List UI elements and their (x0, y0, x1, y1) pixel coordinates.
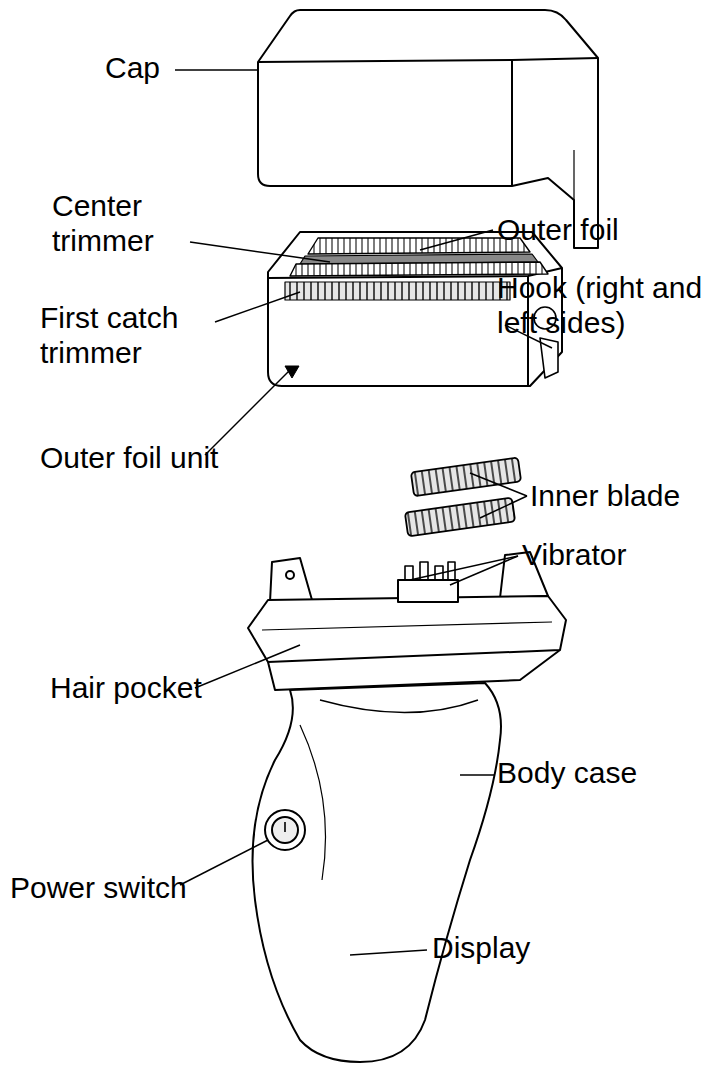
leader-line (195, 645, 300, 688)
inner-blades-drawing (405, 457, 521, 536)
pocket-edge (262, 622, 552, 630)
leader-line (410, 556, 518, 580)
first-catch-trimmer (285, 282, 510, 300)
part-label: Outer foil unit (40, 440, 300, 475)
part-label: Hair pocket (50, 670, 300, 705)
part-label: Center trimmer (52, 188, 192, 258)
leader-lines (175, 70, 552, 955)
power-switch (265, 810, 305, 850)
leader-line (350, 950, 427, 955)
part-label: Inner blade (530, 478, 708, 513)
part-label: Cap (105, 50, 305, 85)
leader-line (215, 292, 300, 322)
cap-outline (258, 10, 598, 248)
cap-edge (258, 58, 598, 62)
hair-pocket (248, 596, 566, 662)
leader-line (420, 230, 493, 250)
part-label: Power switch (10, 870, 270, 905)
cap-drawing (258, 10, 598, 248)
leader-line (460, 774, 495, 776)
part-label: Vibrator (522, 537, 707, 572)
power-icon (284, 822, 286, 832)
power-switch-inner (272, 817, 298, 843)
cap-edge (573, 150, 574, 200)
body-drawing (253, 683, 502, 1062)
leader-line (190, 242, 330, 262)
body-contour (300, 725, 326, 880)
head-post (270, 558, 312, 602)
part-label: Body case (497, 755, 707, 790)
leader-line (450, 556, 518, 585)
pocket-rim (268, 650, 560, 690)
post-hole (286, 571, 294, 579)
blade-shape (405, 498, 515, 537)
part-label: Hook (right and left sides) (497, 270, 709, 340)
body-contour (320, 700, 478, 713)
body-head-drawing (248, 552, 566, 690)
part-label: First catch trimmer (40, 300, 210, 370)
vibrator-base (398, 580, 458, 602)
body-case (253, 683, 502, 1062)
blade-shape (411, 457, 521, 496)
leader-line (180, 840, 268, 885)
cap-edge (511, 60, 513, 186)
foil (308, 238, 530, 254)
leader-line (470, 473, 527, 496)
leader-line (175, 69, 258, 71)
part-label: Outer foil (497, 212, 707, 247)
part-label: Display (432, 930, 682, 965)
leader-line (480, 496, 527, 518)
inner-blade (405, 498, 515, 537)
inner-blade (411, 457, 521, 496)
